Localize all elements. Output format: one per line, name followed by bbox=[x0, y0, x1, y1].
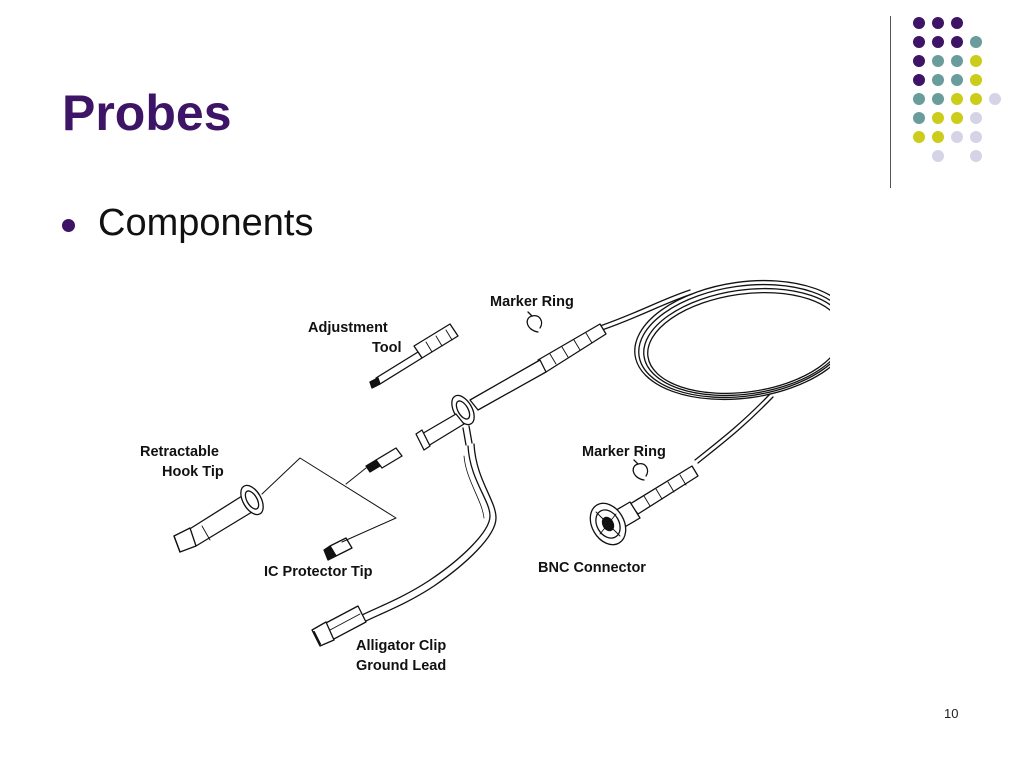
page-number: 10 bbox=[944, 706, 959, 721]
decorative-dot-grid bbox=[913, 17, 1001, 162]
dot bbox=[970, 131, 982, 143]
dot bbox=[932, 36, 944, 48]
adjustment-tool bbox=[369, 323, 459, 389]
label-ic-protector-tip: IC Protector Tip bbox=[264, 564, 373, 580]
label-retractable-2: Hook Tip bbox=[162, 464, 224, 480]
dot bbox=[989, 93, 1001, 105]
bullet-text: Components bbox=[98, 202, 314, 244]
tip-adapter bbox=[365, 447, 403, 473]
label-bnc-connector: BNC Connector bbox=[538, 560, 646, 576]
dot bbox=[951, 55, 963, 67]
dot bbox=[932, 112, 944, 124]
dot bbox=[932, 17, 944, 29]
coiled-cable bbox=[599, 279, 830, 464]
slide-title: Probes bbox=[62, 85, 232, 141]
marker-ring-bottom bbox=[632, 459, 649, 481]
dot bbox=[951, 17, 963, 29]
vertical-divider bbox=[890, 16, 891, 188]
dot bbox=[932, 55, 944, 67]
dot bbox=[951, 93, 963, 105]
dot bbox=[970, 112, 982, 124]
probe-body bbox=[415, 323, 607, 451]
dot bbox=[951, 74, 963, 86]
dot bbox=[913, 131, 925, 143]
bullet-item: Components bbox=[62, 204, 313, 242]
bnc-connector bbox=[589, 465, 699, 546]
label-alligator-clip-1: Alligator Clip bbox=[356, 638, 446, 654]
dot bbox=[932, 93, 944, 105]
leader-lines bbox=[261, 457, 397, 543]
dot bbox=[913, 74, 925, 86]
dot bbox=[913, 112, 925, 124]
retractable-hook-tip bbox=[173, 484, 264, 553]
alligator-clip-ground-lead bbox=[311, 443, 497, 647]
dot bbox=[970, 150, 982, 162]
dot bbox=[932, 74, 944, 86]
dot bbox=[913, 93, 925, 105]
label-alligator-clip-2: Ground Lead bbox=[356, 658, 446, 674]
label-marker-ring-bottom: Marker Ring bbox=[582, 444, 666, 460]
dot bbox=[970, 55, 982, 67]
dot bbox=[913, 55, 925, 67]
dot bbox=[951, 36, 963, 48]
dot bbox=[913, 17, 925, 29]
dot bbox=[970, 93, 982, 105]
dot bbox=[970, 74, 982, 86]
label-retractable-1: Retractable bbox=[140, 444, 219, 460]
bullet-dot-icon bbox=[62, 218, 75, 232]
marker-ring-top bbox=[526, 311, 543, 333]
dot bbox=[951, 112, 963, 124]
label-marker-ring-top: Marker Ring bbox=[490, 294, 574, 310]
ic-protector-tip bbox=[323, 537, 353, 561]
label-adjustment-tool-1: Adjustment bbox=[308, 320, 388, 336]
dot bbox=[951, 131, 963, 143]
dot bbox=[932, 131, 944, 143]
label-adjustment-tool-2: Tool bbox=[372, 340, 402, 356]
probe-components-diagram: Marker Ring Adjustment Tool Retractable … bbox=[140, 279, 830, 674]
dot bbox=[970, 36, 982, 48]
dot bbox=[932, 150, 944, 162]
dot bbox=[913, 36, 925, 48]
